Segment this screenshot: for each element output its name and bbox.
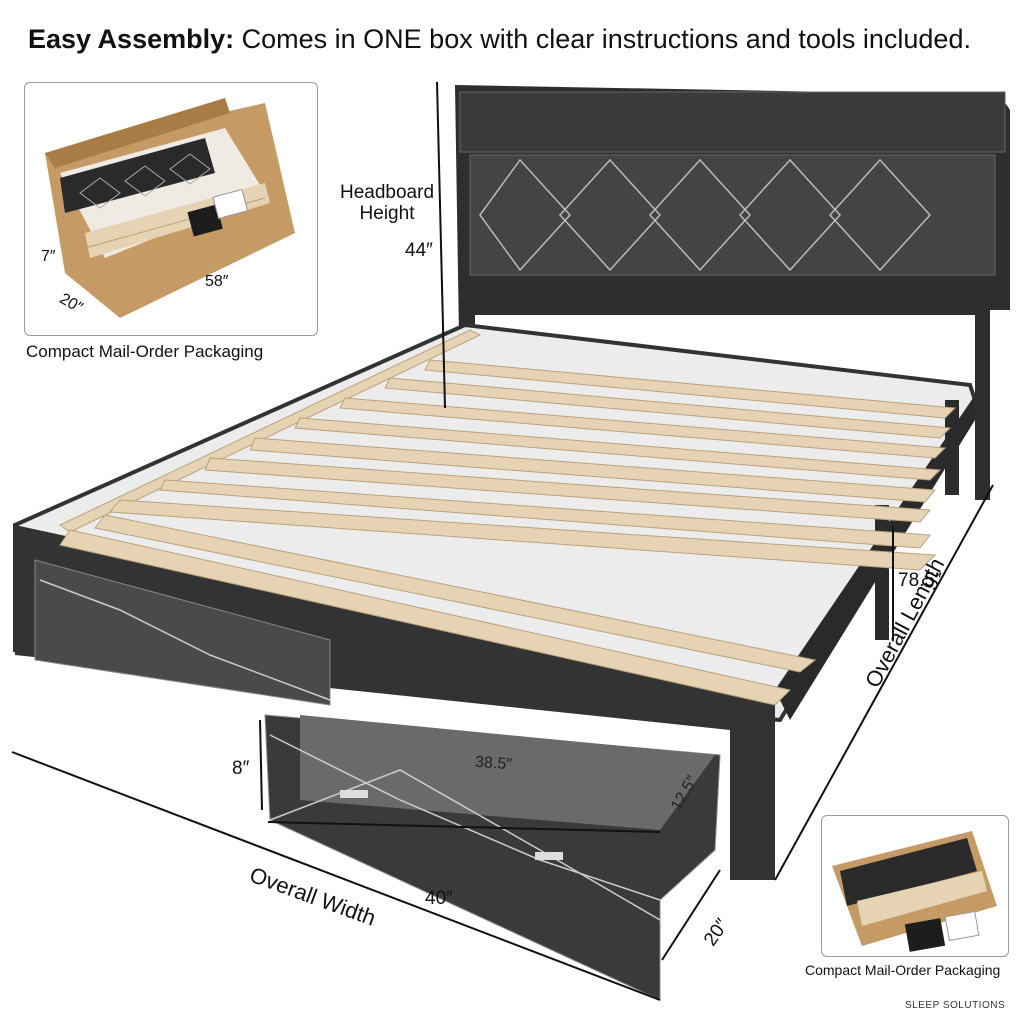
drawer: [264, 714, 721, 1001]
slats: [59, 329, 957, 706]
packaging-inset-right: [821, 815, 1009, 957]
headboard-label-line2: Height: [359, 203, 415, 224]
side-height-value: 78.5″: [898, 570, 942, 591]
drawer-height-value: 8″: [232, 758, 250, 779]
headboard-label: Headboard Height: [340, 182, 434, 224]
drawer-inner-width-value: 38.5″: [474, 753, 513, 774]
inset-left-caption: Compact Mail-Order Packaging: [26, 342, 264, 361]
headboard-label-line1: Headboard: [340, 182, 435, 203]
brand-logo: SLEEP SOLUTIONS: [905, 1000, 1006, 1011]
box-length-value: 58″: [205, 273, 229, 290]
headboard: [455, 85, 1010, 500]
headline: Easy Assembly: Comes in ONE box with cle…: [28, 24, 971, 55]
headline-bold: Easy Assembly:: [28, 24, 235, 54]
box-height-value: 7″: [41, 248, 56, 265]
drawer-width-value: 40″: [425, 888, 453, 909]
packaging-box-illustration: [45, 98, 295, 318]
headboard-height-value: 44″: [405, 240, 433, 261]
headline-rest: Comes in ONE box with clear instructions…: [234, 24, 971, 54]
inset-right-caption: Compact Mail-Order Packaging: [805, 962, 1001, 978]
packaging-inset-left: 7″ 20″ 58″: [24, 82, 318, 336]
packaging-box-photo: [832, 831, 997, 952]
left-drawer: [34, 559, 331, 706]
dimension-lines: [11, 81, 994, 1001]
